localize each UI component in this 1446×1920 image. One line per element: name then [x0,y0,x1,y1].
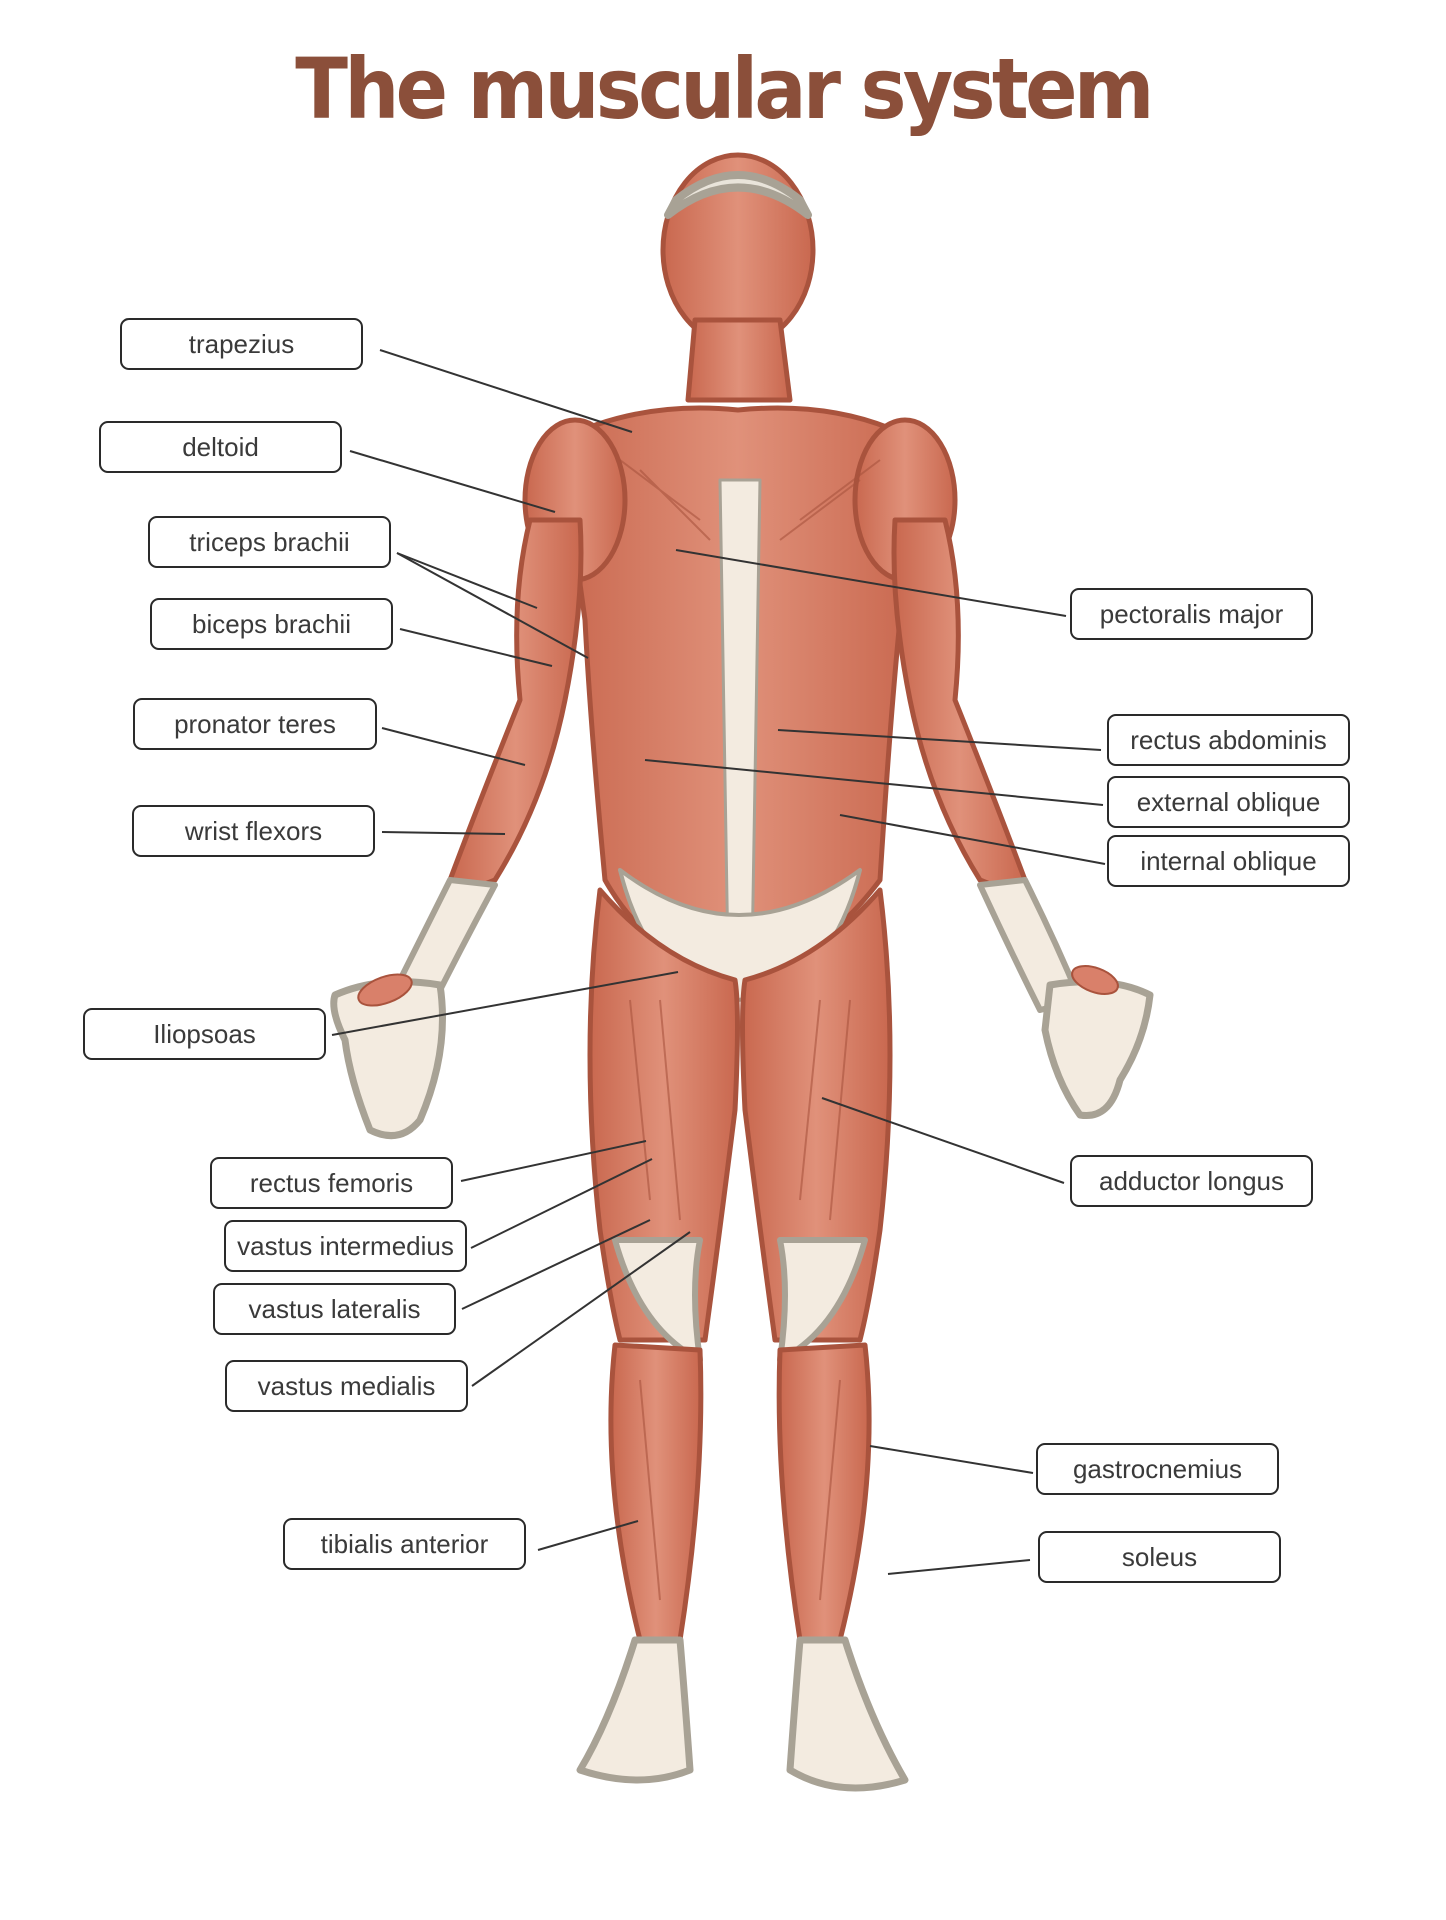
label-text: pectoralis major [1099,598,1284,629]
label-text: Iliopsoas [153,1018,256,1049]
label-text: vastus intermedius [237,1230,454,1261]
left-shin [608,1342,704,1643]
label-text: triceps brachii [189,526,350,557]
label-text: external oblique [1136,786,1321,817]
label-adductor-longus[interactable]: adductor longus [1070,1155,1313,1207]
label-text: rectus abdominis [1130,724,1327,755]
page-title: The muscular system [295,40,1154,138]
label-rectus-femoris[interactable]: rectus femoris [210,1157,453,1209]
label-triceps-brachii[interactable]: triceps brachii [148,516,391,568]
label-internal-oblique[interactable]: internal oblique [1107,835,1350,887]
label-text: gastrocnemius [1072,1453,1243,1484]
label-soleus[interactable]: soleus [1038,1531,1281,1583]
label-vastus-intermedius[interactable]: vastus intermedius [224,1220,467,1272]
label-vastus-lateralis[interactable]: vastus lateralis [213,1283,456,1335]
label-gastrocnemius[interactable]: gastrocnemius [1036,1443,1279,1495]
label-tibialis-anterior[interactable]: tibialis anterior [283,1518,526,1570]
label-text: rectus femoris [249,1167,414,1198]
label-wrist-flexors[interactable]: wrist flexors [132,805,375,857]
label-text: vastus lateralis [248,1293,421,1324]
label-trapezius[interactable]: trapezius [120,318,363,370]
label-text: internal oblique [1140,845,1317,876]
label-text: vastus medialis [257,1370,436,1401]
label-text: wrist flexors [184,815,323,846]
label-text: trapezius [188,328,295,359]
label-external-oblique[interactable]: external oblique [1107,776,1350,828]
label-text: pronator teres [174,708,336,739]
label-text: deltoid [182,431,259,462]
label-vastus-medialis[interactable]: vastus medialis [225,1360,468,1412]
label-deltoid[interactable]: deltoid [99,421,342,473]
label-text: soleus [1121,1541,1198,1572]
label-pronator-teres[interactable]: pronator teres [133,698,377,750]
label-text: tibialis anterior [320,1528,489,1559]
label-rectus-abdominis[interactable]: rectus abdominis [1107,714,1350,766]
label-pectoralis-major[interactable]: pectoralis major [1070,588,1313,640]
label-text: biceps brachii [192,608,351,639]
label-text: adductor longus [1098,1165,1285,1196]
label-biceps-brachii[interactable]: biceps brachii [150,598,393,650]
right-shin [776,1342,872,1643]
label-iliopsoas[interactable]: Iliopsoas [83,1008,326,1060]
